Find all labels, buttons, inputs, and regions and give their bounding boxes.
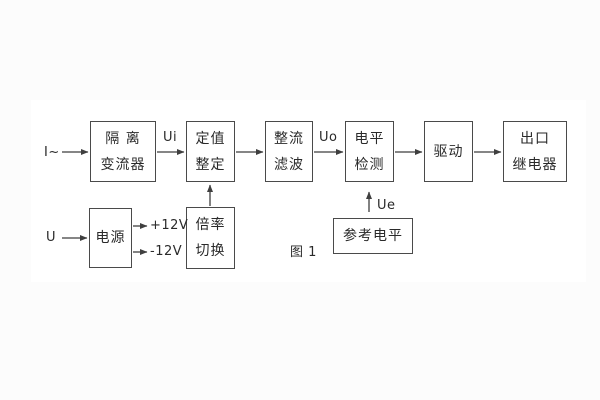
- block-drive-label: 驱动: [433, 143, 464, 160]
- block-ratio-switch: 倍率 切换: [186, 207, 235, 269]
- block-drive: 驱动: [424, 121, 473, 182]
- current-input-label: I~: [44, 145, 60, 160]
- signal-ue-label: Ue: [377, 198, 396, 213]
- block-level-detect-line1: 电平: [354, 130, 385, 147]
- block-setpoint-setting-line1: 定值: [195, 130, 226, 147]
- block-reference-level: 参考电平: [333, 218, 413, 254]
- block-output-relay-line2: 继电器: [512, 156, 558, 173]
- block-output-relay: 出口 继电器: [503, 121, 567, 182]
- block-ratio-switch-line2: 切换: [195, 243, 226, 259]
- voltage-input-label: U: [46, 230, 57, 245]
- block-isolation-transformer-line2: 变流器: [100, 156, 146, 173]
- block-isolation-transformer: 隔 离 变流器: [90, 121, 156, 182]
- block-level-detect: 电平 检测: [345, 121, 394, 182]
- block-isolation-transformer-line1: 隔 离: [105, 130, 141, 147]
- block-output-relay-line1: 出口: [520, 130, 550, 147]
- block-setpoint-setting-line2: 整定: [195, 156, 226, 173]
- plus-12v-label: +12V: [150, 218, 189, 233]
- block-ratio-switch-line1: 倍率: [195, 217, 226, 233]
- block-power-supply: 电源: [89, 208, 132, 268]
- block-level-detect-line2: 检测: [354, 156, 385, 173]
- block-setpoint-setting: 定值 整定: [186, 121, 235, 182]
- block-power-supply-label: 电源: [95, 230, 126, 246]
- signal-uo-label: Uo: [319, 130, 338, 145]
- signal-ui-label: Ui: [163, 130, 178, 145]
- figure-caption: 图 1: [290, 245, 317, 260]
- minus-12v-label: -12V: [150, 244, 183, 259]
- block-reference-level-label: 参考电平: [343, 228, 403, 244]
- block-rectify-filter: 整流 滤波: [265, 121, 313, 182]
- block-rectify-filter-line2: 滤波: [274, 156, 304, 173]
- block-rectify-filter-line1: 整流: [274, 130, 304, 147]
